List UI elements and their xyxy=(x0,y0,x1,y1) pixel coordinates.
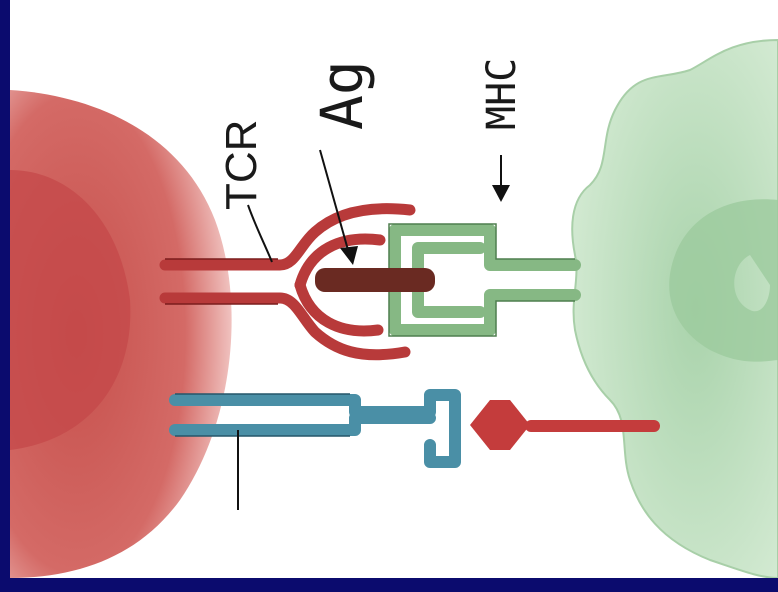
mhc-arrow-head xyxy=(492,185,510,202)
tcr-leader-line xyxy=(248,205,272,262)
ag-arrow-line xyxy=(320,150,348,250)
diagram-panel: TCR Ag MHC xyxy=(10,0,778,578)
antigen-peptide xyxy=(315,268,435,292)
tcr-mhc-diagram: TCR Ag MHC xyxy=(10,0,778,578)
coreceptor-molecule xyxy=(175,395,455,462)
mhc-label: MHC xyxy=(479,58,525,130)
tcr-label: TCR xyxy=(217,120,266,210)
ag-label: Ag xyxy=(308,60,376,130)
ag-arrow-head xyxy=(340,246,358,265)
